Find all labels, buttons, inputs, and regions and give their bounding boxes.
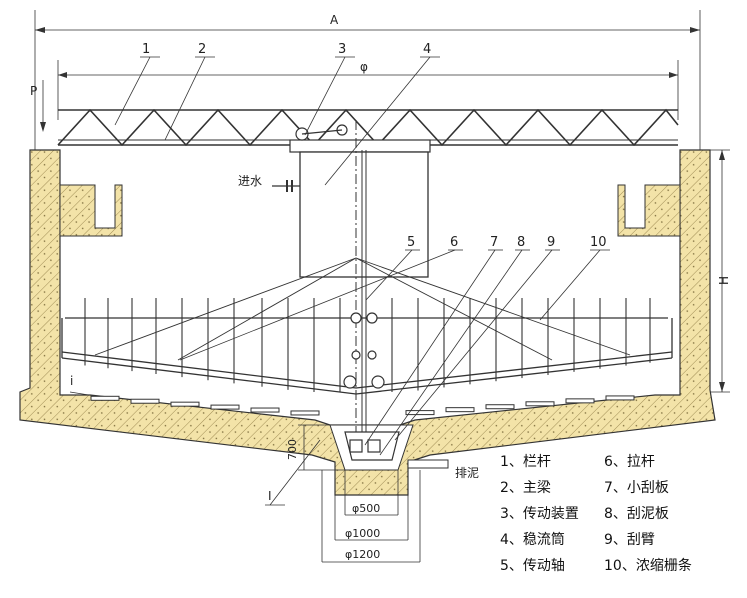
scraper-blade: [130, 398, 160, 404]
legend-item-1: 1、栏杆: [500, 454, 551, 470]
scraper-blade: [250, 407, 280, 413]
dimension-truss: φ: [57, 60, 679, 120]
dim-1200-label: φ1200: [345, 548, 380, 561]
legend-item-2: 2、主梁: [500, 480, 551, 496]
dimension-diameters: [321, 470, 421, 563]
dimension-h: H: [690, 149, 731, 393]
tank-concrete: [19, 149, 716, 496]
legend: 1、栏杆 2、主梁 3、传动装置 4、稳流筒 5、传动轴 6、拉杆 7、小刮板 …: [500, 454, 692, 574]
callout-9: 9: [547, 235, 555, 250]
scraper-blade: [405, 410, 435, 416]
scraper-blade: [525, 401, 555, 407]
callout-7: 7: [490, 235, 498, 250]
sludge-outlet: 排泥: [407, 459, 479, 480]
legend-item-7: 7、小刮板: [604, 480, 669, 496]
slope-mark: i: [69, 374, 96, 397]
callout-3: 3: [338, 42, 346, 57]
dim-truss-label: φ: [360, 60, 368, 74]
scraper-blade: [565, 398, 595, 404]
callout-6: 6: [450, 235, 458, 250]
load-label: P: [30, 84, 37, 98]
dim-500-label: φ500: [352, 502, 380, 515]
launder-left: [59, 184, 123, 237]
inlet-pipe: 进水: [238, 174, 300, 192]
scraper-blade: [210, 404, 240, 410]
callout-1: 1: [142, 42, 150, 57]
scraper-blade: [605, 395, 635, 401]
scraper-arms: [61, 317, 673, 395]
scraper-blade: [445, 407, 475, 413]
small-scraper: [344, 431, 400, 461]
legend-item-5: 5、传动轴: [500, 558, 565, 574]
legend-item-3: 3、传动装置: [500, 506, 579, 522]
detail-mark: I: [265, 439, 321, 506]
callout-5: 5: [407, 235, 415, 250]
dim-700-label: 700: [286, 439, 299, 460]
callout-10: 10: [590, 235, 607, 250]
legend-item-9: 9、刮臂: [604, 532, 655, 548]
callout-4: 4: [423, 42, 431, 57]
shaft-couplings: [343, 312, 385, 389]
sludge-outlet-label: 排泥: [455, 466, 479, 480]
legend-item-6: 6、拉杆: [604, 454, 655, 470]
scraper-blade: [170, 401, 200, 407]
stilling-well: [299, 151, 429, 278]
scraper-blades: [90, 395, 635, 416]
launder-right: [617, 184, 681, 237]
legend-item-10: 10、浓缩栅条: [604, 557, 692, 574]
slope-label: i: [70, 374, 73, 388]
callout-leaders: [114, 56, 610, 456]
legend-item-4: 4、稳流筒: [500, 531, 565, 548]
dim-1000-label: φ1000: [345, 527, 380, 540]
dimension-700: 700: [286, 424, 345, 471]
scraper-blade: [90, 395, 120, 401]
scraper-blade: [290, 410, 320, 416]
callout-numbers: 1 2 3 4 5 6 7 8 9 10: [142, 42, 607, 250]
thickening-pickets: [84, 298, 651, 392]
drive-device: [289, 124, 431, 153]
callout-8: 8: [517, 235, 525, 250]
load-arrow: P: [30, 80, 46, 132]
detail-label: I: [268, 489, 272, 503]
dim-a-label: A: [330, 13, 339, 27]
inlet-label: 进水: [238, 174, 262, 188]
scraper-blade: [485, 404, 515, 410]
callout-2: 2: [198, 42, 206, 57]
dim-h-label: H: [717, 276, 731, 285]
legend-item-8: 8、刮泥板: [604, 506, 669, 522]
dimension-a: A: [34, 10, 701, 150]
